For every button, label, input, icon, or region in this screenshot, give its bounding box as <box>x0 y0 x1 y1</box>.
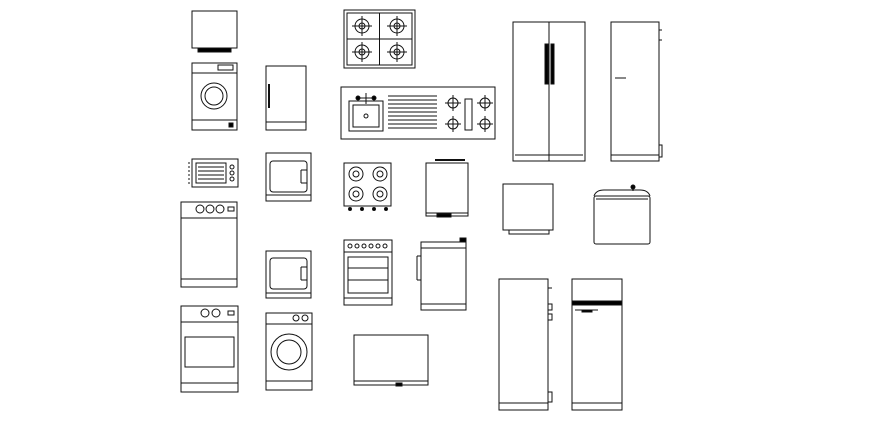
gas-range-oven-front-view-icon <box>344 240 392 305</box>
tall-refrigerator-icon <box>611 22 662 161</box>
wall-oven-front-view-icon <box>181 306 238 392</box>
washing-machine-front-view-icon <box>266 313 312 390</box>
dryer-front-view-icon <box>266 251 311 298</box>
cooktop-small-four-burner-icon <box>344 163 391 211</box>
microwave-top-view-icon <box>192 11 237 52</box>
dishwasher-front-view-icon <box>181 202 237 287</box>
top-freezer-refrigerator-icon <box>572 279 622 410</box>
small-appliance-box-icon <box>503 184 553 234</box>
dishwasher-box-icon <box>426 160 468 217</box>
dryer-top-view-icon <box>266 153 311 201</box>
countertop-microwave-icon <box>189 159 238 187</box>
single-door-refrigerator-icon <box>499 279 552 410</box>
appliance-box-bottom-icon <box>354 335 428 386</box>
gas-cooktop-four-burner-icon <box>344 10 415 68</box>
range-side-view-icon <box>417 238 466 310</box>
front-load-washer-icon <box>192 63 237 130</box>
side-by-side-refrigerator-icon <box>513 22 585 161</box>
sink-unit-side-view-icon <box>594 185 650 244</box>
sink-and-cooktop-counter-icon <box>341 87 495 139</box>
tall-cabinet-side-view-icon <box>266 66 306 130</box>
